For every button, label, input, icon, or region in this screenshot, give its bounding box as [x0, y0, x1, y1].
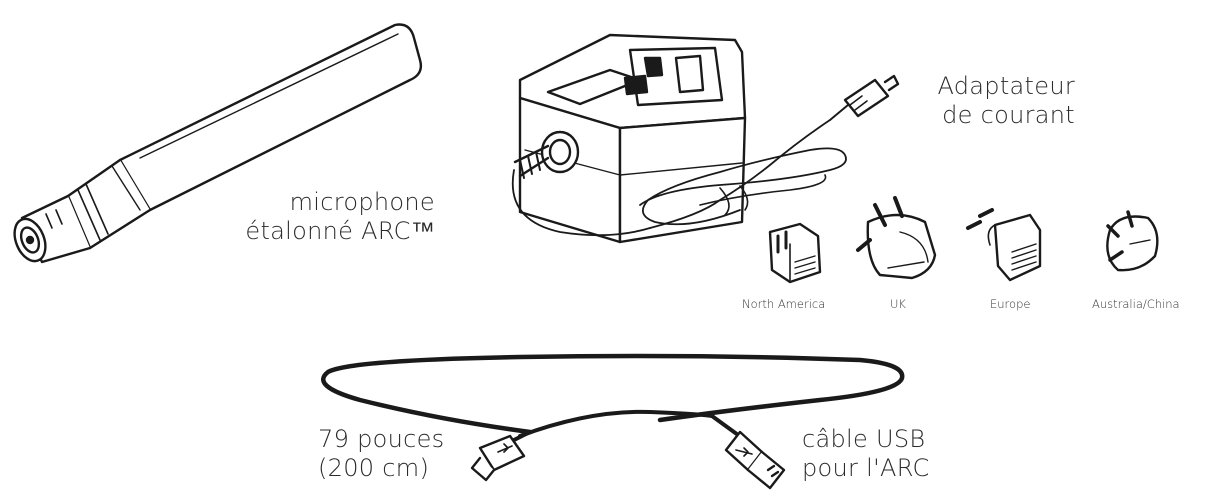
usb-cable-label: câble USB pour l'ARC [802, 425, 930, 484]
plug-label-north-america: North America [742, 297, 825, 311]
plug-label-australia-china-text: Australia/China [1092, 297, 1180, 311]
microphone-label: microphone étalonné ARC™ [215, 188, 435, 247]
power-adapter-icon [511, 33, 900, 244]
plug-uk-icon [856, 196, 937, 280]
cable-length-line2: (200 cm) [318, 454, 430, 483]
adapter-label-line2: de courant [942, 101, 1075, 130]
plug-label-north-america-text: North America [742, 297, 826, 311]
plug-north-america-icon [768, 222, 822, 284]
cable-length-line1: 79 pouces [318, 425, 445, 453]
plug-label-europe-text: Europe [990, 297, 1031, 311]
usb-cable-icon [321, 353, 905, 490]
plug-europe-icon [966, 208, 1042, 282]
usb-cable-line1: câble USB [802, 425, 926, 453]
plug-label-uk-text: UK [890, 297, 906, 311]
usb-cable-line2: pour l'ARC [802, 454, 930, 483]
plug-label-australia-china: Australia/China [1092, 297, 1180, 311]
plug-label-uk: UK [890, 297, 906, 311]
microphone-label-line1: microphone [289, 188, 435, 216]
plug-label-europe: Europe [990, 297, 1030, 311]
cable-length-label: 79 pouces (200 cm) [318, 425, 444, 484]
adapter-label: Adaptateur de courant [880, 72, 1075, 131]
microphone-label-line2: étalonné ARC™ [245, 217, 435, 246]
adapter-label-line1: Adaptateur [937, 72, 1075, 100]
microphone-icon [13, 23, 423, 264]
plug-australia-china-icon [1106, 210, 1159, 272]
